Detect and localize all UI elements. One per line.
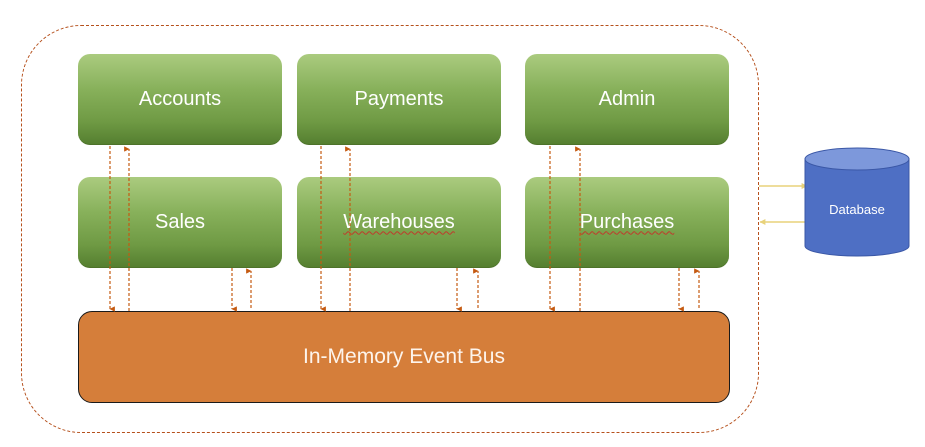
- service-purchases[interactable]: Purchases: [525, 177, 729, 268]
- database-label: Database: [829, 202, 885, 217]
- service-warehouses[interactable]: Warehouses: [297, 177, 501, 268]
- database[interactable]: Database: [804, 147, 910, 257]
- service-payments[interactable]: Payments: [297, 54, 501, 145]
- service-label: Warehouses: [343, 210, 455, 233]
- event-bus-label: In-Memory Event Bus: [303, 345, 505, 368]
- database-body: [804, 158, 910, 257]
- database-top: [804, 147, 910, 171]
- service-label: Sales: [154, 210, 206, 233]
- service-label: Payments: [354, 87, 444, 110]
- event-bus[interactable]: In-Memory Event Bus: [78, 311, 730, 403]
- application-boundary: [21, 25, 759, 433]
- service-admin[interactable]: Admin: [525, 54, 729, 145]
- service-label: Purchases: [579, 210, 675, 233]
- service-label: Accounts: [138, 87, 222, 110]
- service-sales[interactable]: Sales: [78, 177, 282, 268]
- service-label: Admin: [598, 87, 656, 110]
- service-accounts[interactable]: Accounts: [78, 54, 282, 145]
